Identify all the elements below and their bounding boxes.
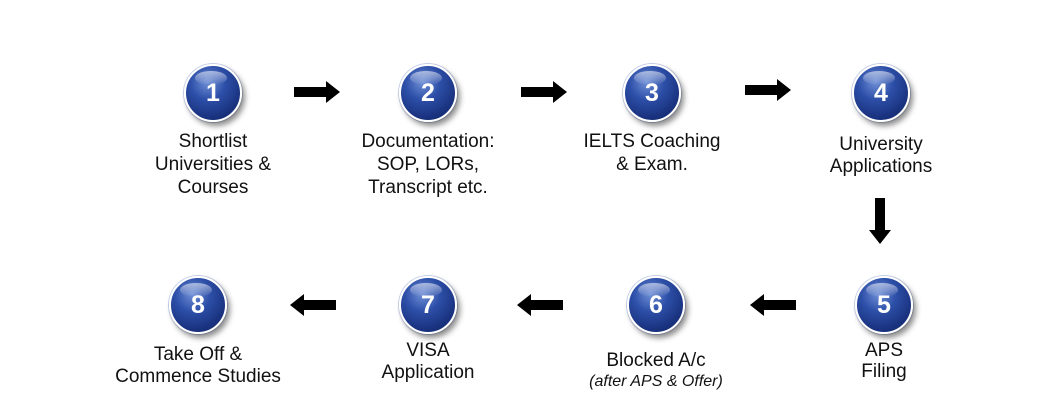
step-2-label-line-2: SOP, LORs, [376, 154, 480, 175]
step-4-number: 4 [874, 78, 888, 107]
arrow-right-icon [521, 81, 567, 103]
step-5: 5 APS Filing [774, 276, 994, 382]
arrow-down-icon [869, 198, 891, 244]
step-5-number: 5 [877, 290, 891, 319]
step-6-label-line-1: Blocked A/c [606, 350, 706, 371]
step-2: 2 Documentation: SOP, LORs, Transcript e… [318, 64, 538, 199]
step-3-label: IELTS Coaching & Exam. [542, 130, 762, 176]
arrow-left-icon [290, 294, 336, 316]
step-7: 7 VISA Application [318, 276, 538, 384]
step-3-label-line-2: & Exam. [616, 154, 688, 175]
step-8-label-line-1: Take Off & [153, 344, 243, 365]
step-8-number: 8 [191, 290, 205, 319]
step-2-label-line-3: Transcript etc. [368, 177, 488, 198]
step-2-badge: 2 [399, 64, 457, 122]
step-1: 1 Shortlist Universities & Courses [103, 64, 323, 199]
step-1-label: Shortlist Universities & Courses [103, 130, 323, 199]
step-7-label: VISA Application [318, 340, 538, 384]
step-4-label-line-1: University [839, 134, 923, 155]
step-4-label: University Applications [771, 134, 991, 178]
step-7-label-line-1: VISA [406, 340, 450, 361]
step-6-badge: 6 [627, 276, 685, 334]
step-7-badge: 7 [399, 276, 457, 334]
step-1-label-line-3: Courses [177, 177, 249, 198]
step-1-label-line-1: Shortlist [178, 131, 248, 152]
step-8-label-line-2: Commence Studies [115, 366, 281, 387]
arrow-right-icon [745, 79, 791, 101]
step-5-label: APS Filing [774, 340, 994, 382]
step-5-badge: 5 [855, 276, 913, 334]
step-4: 4 University Applications [771, 64, 991, 178]
step-1-number: 1 [206, 78, 220, 107]
step-8: 8 Take Off & Commence Studies [88, 276, 308, 388]
step-8-badge: 8 [169, 276, 227, 334]
step-8-label: Take Off & Commence Studies [88, 344, 308, 388]
arrow-left-icon [517, 294, 563, 316]
step-5-label-line-1: APS [864, 340, 904, 361]
step-4-label-line-2: Applications [829, 156, 933, 177]
step-2-label: Documentation: SOP, LORs, Transcript etc… [318, 130, 538, 199]
step-3-badge: 3 [623, 64, 681, 122]
step-6: 6 Blocked A/c (after APS & Offer) [546, 276, 766, 392]
step-7-label-line-2: Application [381, 362, 475, 383]
step-3-number: 3 [645, 78, 659, 107]
step-5-label-line-2: Filing [861, 361, 907, 382]
step-1-label-line-2: Universities & [154, 154, 272, 175]
step-7-number: 7 [421, 290, 435, 319]
step-3-label-line-1: IELTS Coaching [583, 131, 721, 152]
step-6-number: 6 [649, 290, 663, 319]
arrow-right-icon [294, 81, 340, 103]
step-1-badge: 1 [184, 64, 242, 122]
step-2-number: 2 [421, 78, 435, 107]
step-6-sublabel: (after APS & Offer) [589, 373, 723, 390]
step-4-badge: 4 [852, 64, 910, 122]
step-2-label-line-1: Documentation: [361, 131, 495, 152]
step-6-label: Blocked A/c (after APS & Offer) [546, 350, 766, 392]
step-3: 3 IELTS Coaching & Exam. [542, 64, 762, 176]
arrow-left-icon [750, 294, 796, 316]
